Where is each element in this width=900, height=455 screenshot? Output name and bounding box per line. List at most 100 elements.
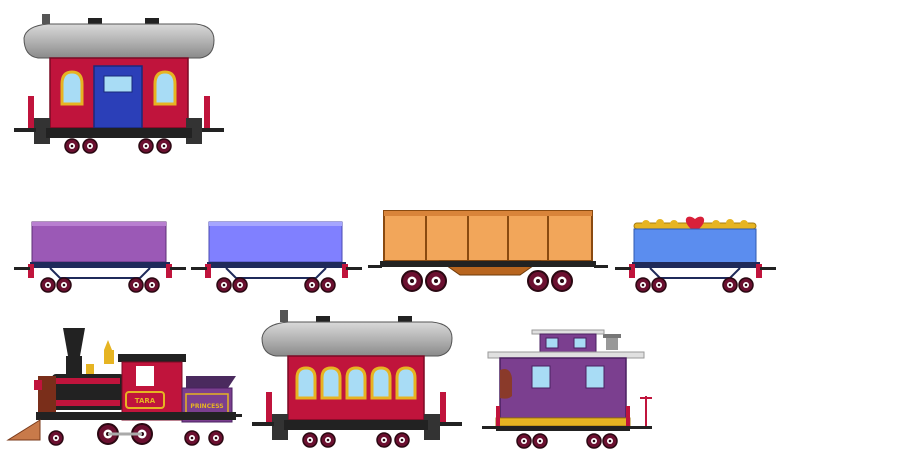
passenger-coach-top <box>14 14 224 154</box>
car-body <box>31 221 167 263</box>
coupler <box>346 267 362 270</box>
caboose-face <box>500 369 512 399</box>
caboose-chimney-cap <box>603 334 621 338</box>
wheel <box>602 433 618 449</box>
engine-face <box>38 376 56 412</box>
car-frame <box>207 262 346 268</box>
wheel <box>232 277 248 293</box>
wheel <box>302 432 318 448</box>
car-body <box>208 221 343 263</box>
coupler <box>252 422 274 426</box>
tender-coal <box>186 376 236 388</box>
smokestack-base <box>66 356 82 374</box>
brass-dome <box>104 350 114 364</box>
wheel <box>56 277 72 293</box>
cupola-window <box>573 337 587 349</box>
passenger-coach-bottom <box>252 310 462 448</box>
wheel <box>40 277 56 293</box>
caboose-roof <box>487 351 645 359</box>
cab-nameplate <box>125 391 165 409</box>
coach-window <box>153 70 177 106</box>
car-post <box>629 264 635 278</box>
coach-rail <box>28 96 34 132</box>
car-top-edge <box>32 222 166 226</box>
caboose <box>482 329 652 449</box>
wheel <box>394 432 410 448</box>
caboose-frame <box>496 426 630 431</box>
smokestack <box>63 328 85 356</box>
wheel <box>551 270 573 292</box>
coupler <box>14 267 30 270</box>
cowcatcher <box>6 419 41 441</box>
blue-treasure-car <box>615 216 776 293</box>
cab-roof <box>118 354 186 362</box>
roof-vent <box>316 316 330 322</box>
wheel <box>144 277 160 293</box>
coach-window <box>370 366 392 400</box>
coach-window <box>395 366 417 400</box>
cab-window <box>136 366 154 386</box>
caboose-window <box>531 365 551 389</box>
wheel <box>48 430 64 446</box>
caboose-body <box>499 357 627 419</box>
car-truss <box>49 267 151 279</box>
coach-rail <box>204 96 210 132</box>
headlamp <box>34 380 42 390</box>
engine-frame <box>36 412 236 420</box>
car-frame <box>30 262 170 268</box>
orange-boxcar <box>368 210 608 292</box>
car-truss <box>649 267 741 279</box>
coupler <box>630 426 652 429</box>
gold-coin <box>712 220 720 228</box>
wheel <box>208 430 224 446</box>
door-window <box>103 75 133 93</box>
caboose-deck <box>495 417 631 427</box>
steam-engine: TARA PRINCESS <box>6 328 242 446</box>
sand-dome <box>86 364 94 376</box>
coach-window <box>60 70 84 106</box>
wheel <box>401 270 423 292</box>
coach-window <box>320 366 342 400</box>
wheel <box>425 270 447 292</box>
car-truss <box>225 267 327 279</box>
gold-coin <box>656 219 664 227</box>
wheel <box>64 138 80 154</box>
caboose-window <box>585 365 605 389</box>
car-post <box>205 264 211 278</box>
purple-freight-car <box>14 221 186 293</box>
coupler <box>191 267 207 270</box>
coupler <box>482 426 498 429</box>
boxcar-frame <box>380 261 596 267</box>
car-top-edge <box>209 222 342 226</box>
car-frame <box>632 262 760 268</box>
roof-vent <box>88 18 102 24</box>
caboose-rail <box>496 406 500 430</box>
wheel <box>156 138 172 154</box>
caboose-chimney <box>606 336 618 350</box>
gold-coin <box>740 220 748 228</box>
wheel <box>82 138 98 154</box>
wheel <box>216 277 232 293</box>
tender-nameplate-text: PRINCESS <box>190 403 223 410</box>
coach-roof <box>23 23 215 59</box>
wheel <box>586 433 602 449</box>
wheel <box>128 277 144 293</box>
gold-coin <box>642 220 650 228</box>
roof-vent <box>398 316 412 322</box>
coupler <box>170 267 186 270</box>
car-body <box>633 228 757 264</box>
roof-vent <box>280 310 288 322</box>
gold-coin <box>726 219 734 227</box>
coupler <box>202 128 224 132</box>
cab-nameplate-text: TARA <box>135 397 156 405</box>
periwinkle-freight-car <box>191 221 362 293</box>
car-post <box>756 264 762 278</box>
coupler <box>440 422 462 426</box>
wheel <box>651 277 667 293</box>
wheel <box>320 432 336 448</box>
car-post <box>166 264 172 278</box>
wheel <box>635 277 651 293</box>
cupola-roof <box>531 329 605 335</box>
gold-coin <box>670 220 678 228</box>
